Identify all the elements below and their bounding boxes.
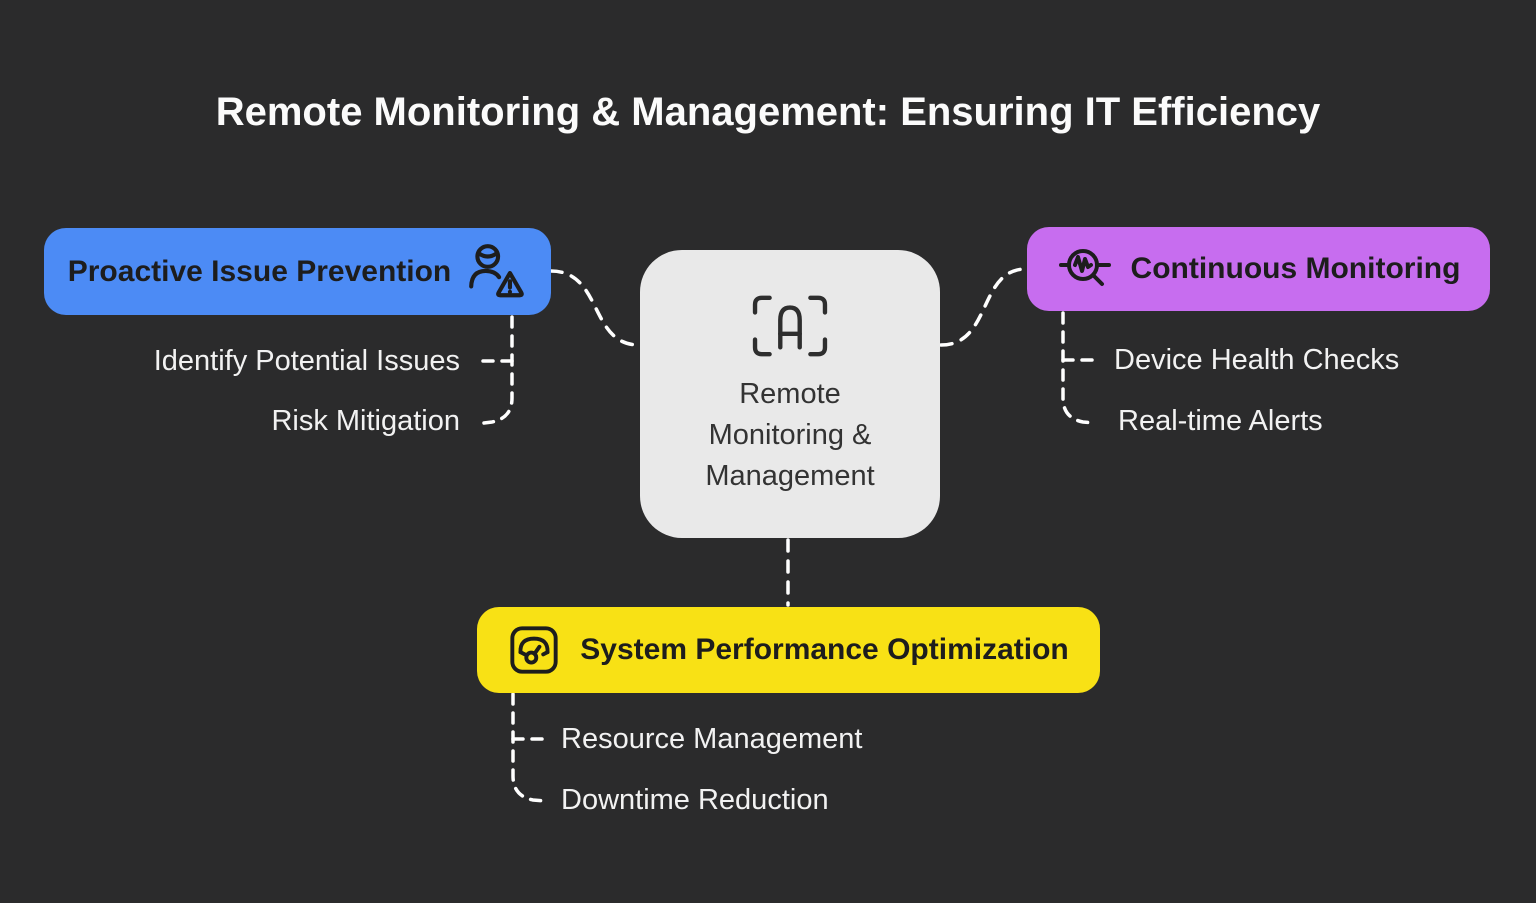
branch-box-continuous-monitoring: Continuous Monitoring — [1027, 227, 1490, 311]
sub-item-risk-mitigation: Risk Mitigation — [271, 405, 460, 437]
sub-item-downtime-reduction: Downtime Reduction — [561, 784, 829, 816]
branch-box-system-performance-optimization: System Performance Optimization — [477, 607, 1100, 693]
center-label-line-2: Monitoring & — [708, 419, 872, 451]
gauge-icon — [510, 626, 558, 674]
connector-right-tree-vertical — [1061, 311, 1096, 425]
connector-left-tree-vertical — [482, 315, 514, 425]
connector-blue-to-center — [549, 269, 641, 347]
connector-center-to-purple — [939, 267, 1028, 347]
sub-item-identify-potential-issues: Identify Potential Issues — [153, 345, 460, 377]
sub-item-real-time-alerts: Real-time Alerts — [1118, 405, 1323, 437]
center-node-label: Remote Monitoring & Management — [705, 374, 874, 497]
center-node-remote-monitoring-management: Remote Monitoring & Management — [640, 250, 940, 538]
branch-label-proactive-issue-prevention: Proactive Issue Prevention — [67, 254, 452, 288]
branch-label-system-performance-optimization: System Performance Optimization — [580, 633, 1069, 666]
center-label-line-1: Remote — [739, 378, 841, 410]
center-label-line-3: Management — [705, 460, 875, 492]
user-alert-icon — [469, 243, 525, 297]
branch-label-continuous-monitoring: Continuous Monitoring — [1130, 252, 1461, 285]
branch-box-proactive-issue-prevention: Proactive Issue Prevention — [44, 228, 551, 315]
sub-item-device-health-checks: Device Health Checks — [1114, 344, 1400, 376]
pulse-magnifier-icon — [1058, 249, 1111, 286]
sub-item-resource-management: Resource Management — [561, 723, 863, 755]
diagram-title: Remote Monitoring & Management: Ensuring… — [215, 90, 1321, 134]
connector-bottom-tree-vertical — [511, 692, 547, 803]
scan-letter-a-icon — [752, 295, 828, 357]
